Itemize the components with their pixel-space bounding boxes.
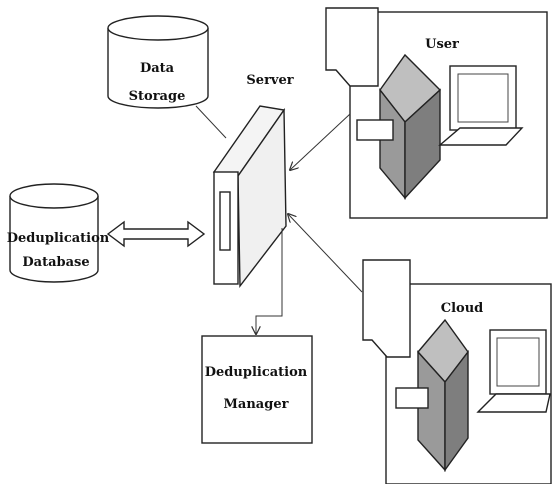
storage-server-connector (195, 105, 227, 139)
user-computer-tower (356, 53, 442, 200)
cloud-document-icon (362, 259, 411, 358)
dedup-manager-box: Deduplication Manager (201, 335, 313, 444)
server-label: Server (246, 73, 293, 88)
database-server-double-arrow (106, 220, 206, 248)
cloud-computer-tower (395, 318, 469, 473)
server-to-manager-arrow (256, 228, 283, 334)
dedup-database-label-line2: Database (22, 255, 89, 270)
server-tower: Server (212, 73, 294, 289)
dedup-database-cylinder: Deduplication Database (7, 183, 110, 283)
user-panel: User (325, 7, 548, 219)
user-monitor-icon (438, 65, 524, 146)
user-label: User (425, 37, 459, 52)
dedup-manager-label-line2: Manager (224, 397, 289, 412)
cloud-panel: Cloud (362, 259, 552, 484)
data-storage-label-line2: Storage (129, 89, 186, 104)
cloud-monitor-icon (476, 329, 551, 413)
dedup-manager-label-line1: Deduplication (205, 365, 308, 380)
cloud-label: Cloud (441, 301, 484, 316)
cloud-to-server-arrow (288, 214, 363, 293)
data-storage-label-line1: Data (140, 61, 175, 76)
data-storage-cylinder: Data Storage (107, 15, 209, 109)
user-document-icon (325, 7, 379, 87)
user-to-server-arrow (290, 113, 351, 170)
dedup-database-label-line1: Deduplication (7, 231, 110, 246)
